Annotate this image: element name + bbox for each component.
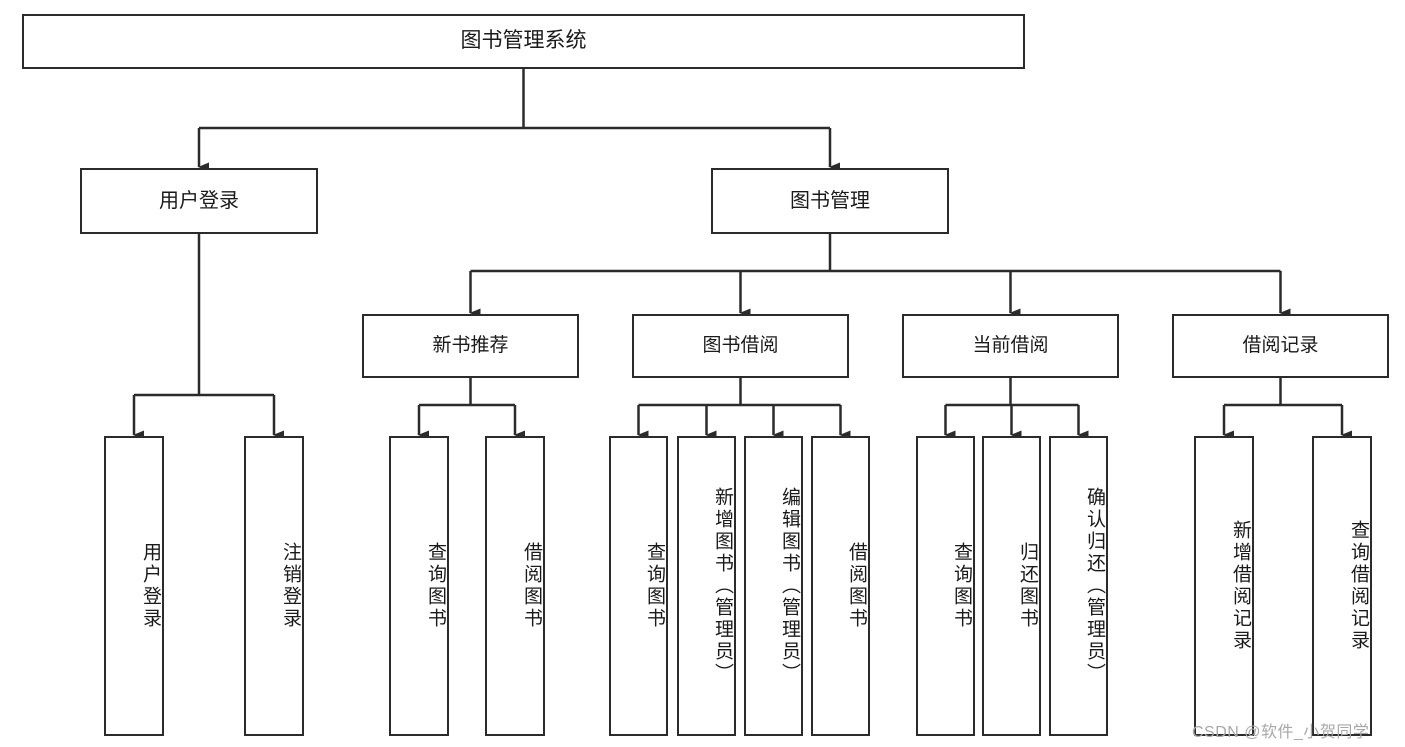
node-label: 新书推荐 bbox=[432, 335, 509, 357]
node-label: 图书管理系统 bbox=[460, 29, 587, 53]
node-label: 注销登录 bbox=[280, 542, 301, 630]
csdn-watermark: CSDN @软件_小贺同学 bbox=[1192, 724, 1370, 741]
node-leaf-query-book-2[interactable]: 查询图书 bbox=[609, 436, 668, 736]
node-label: 借阅图书 bbox=[846, 542, 867, 630]
node-leaf-return-book[interactable]: 归还图书 bbox=[982, 436, 1041, 736]
node-label: 当前借阅 bbox=[972, 335, 1049, 357]
node-leaf-borrow-book-1[interactable]: 借阅图书 bbox=[485, 436, 545, 736]
node-label: 图书管理 bbox=[790, 189, 870, 212]
node-root[interactable]: 图书管理系统 bbox=[22, 14, 1025, 69]
node-label: 用户登录 bbox=[159, 189, 239, 212]
node-leaf-edit-book[interactable]: 编辑图书（管理员） bbox=[744, 436, 803, 736]
node-label: 归还图书 bbox=[1017, 542, 1038, 630]
node-leaf-user-login[interactable]: 用户登录 bbox=[104, 436, 164, 736]
node-leaf-query-book-1[interactable]: 查询图书 bbox=[389, 436, 449, 736]
node-label: 查询图书 bbox=[425, 542, 446, 630]
node-label: 图书借阅 bbox=[702, 335, 779, 357]
node-label: 查询图书 bbox=[644, 542, 665, 630]
node-label: 借阅记录 bbox=[1242, 335, 1319, 357]
node-label: 编辑图书（管理员） bbox=[779, 487, 800, 685]
node-leaf-add-book[interactable]: 新增图书（管理员） bbox=[677, 436, 736, 736]
node-leaf-add-record[interactable]: 新增借阅记录 bbox=[1194, 436, 1254, 736]
node-leaf-logout[interactable]: 注销登录 bbox=[244, 436, 304, 736]
node-book-manage[interactable]: 图书管理 bbox=[711, 168, 949, 234]
node-borrow-record[interactable]: 借阅记录 bbox=[1172, 314, 1389, 378]
node-new-book-recommend[interactable]: 新书推荐 bbox=[362, 314, 579, 378]
node-label: 查询借阅记录 bbox=[1348, 520, 1369, 652]
node-leaf-borrow-book-2[interactable]: 借阅图书 bbox=[811, 436, 870, 736]
node-leaf-query-book-3[interactable]: 查询图书 bbox=[916, 436, 975, 736]
node-current-borrow[interactable]: 当前借阅 bbox=[902, 314, 1119, 378]
node-leaf-confirm-return[interactable]: 确认归还（管理员） bbox=[1049, 436, 1108, 736]
node-user-login[interactable]: 用户登录 bbox=[80, 168, 318, 234]
node-label: 借阅图书 bbox=[521, 542, 542, 630]
node-label: 新增借阅记录 bbox=[1230, 520, 1251, 652]
node-label: 用户登录 bbox=[140, 542, 161, 630]
edges bbox=[132, 69, 1352, 440]
node-label: 确认归还（管理员） bbox=[1084, 487, 1105, 685]
node-label: 新增图书（管理员） bbox=[712, 487, 733, 685]
node-leaf-query-record[interactable]: 查询借阅记录 bbox=[1312, 436, 1372, 736]
node-label: 查询图书 bbox=[951, 542, 972, 630]
node-book-borrow[interactable]: 图书借阅 bbox=[632, 314, 849, 378]
